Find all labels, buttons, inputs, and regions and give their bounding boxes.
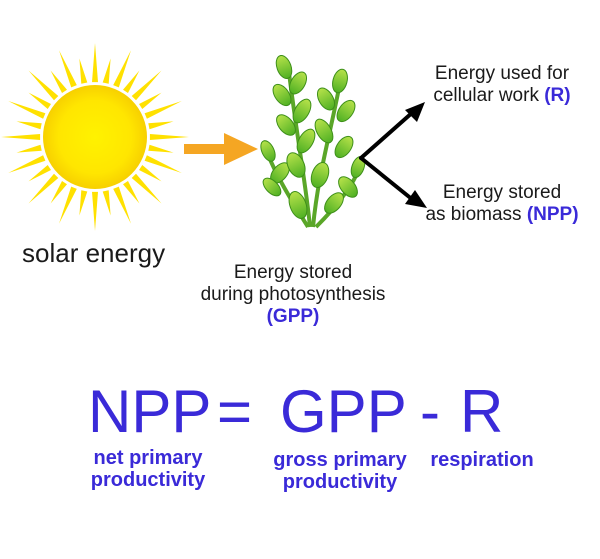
gpp-abbr: (GPP) bbox=[266, 306, 320, 327]
cellular-work-line2: cellular work (R) bbox=[410, 85, 594, 107]
equation-minus: - bbox=[420, 378, 440, 445]
arrow-right-icon bbox=[184, 133, 258, 165]
sun-ray bbox=[50, 70, 67, 93]
cellular-work-text: cellular work bbox=[433, 85, 539, 106]
equation-r: R bbox=[460, 378, 504, 445]
biomass-text: as biomass bbox=[425, 204, 522, 225]
biomass-line2: as biomass (NPP) bbox=[410, 204, 594, 226]
sun-ray bbox=[139, 92, 162, 109]
branch-arrows bbox=[359, 102, 427, 208]
equation-npp: NPP bbox=[88, 378, 212, 445]
sun-ray bbox=[148, 144, 174, 153]
sun-ray bbox=[8, 101, 46, 119]
sun-ray bbox=[79, 58, 88, 84]
sun-ray bbox=[131, 173, 162, 204]
sun-ray bbox=[123, 70, 140, 93]
arrow-up-right-icon bbox=[405, 102, 425, 122]
npp-term-line2: productivity bbox=[90, 469, 206, 491]
sun-ray bbox=[102, 58, 111, 84]
npp-abbr: (NPP) bbox=[526, 204, 579, 225]
photosynthesis-label: Energy stored during photosynthesis (GPP… bbox=[168, 262, 418, 328]
photosynthesis-label-line1: Energy stored bbox=[233, 262, 353, 283]
sun-ray bbox=[59, 186, 77, 224]
sun-ray bbox=[144, 101, 182, 119]
sun-ray bbox=[1, 134, 41, 140]
sun-ray bbox=[139, 165, 162, 182]
r-term-label: respiration bbox=[430, 449, 534, 471]
gpp-term-line1: gross primary bbox=[273, 449, 407, 471]
biomass-line1: Energy stored bbox=[442, 182, 562, 203]
sun-ray bbox=[149, 134, 189, 140]
sun-icon bbox=[1, 43, 189, 231]
equation-equals: = bbox=[217, 378, 253, 445]
sun-ray bbox=[8, 155, 46, 173]
arrow-down-right-icon bbox=[405, 190, 427, 208]
biomass-label: Energy stored as biomass (NPP) bbox=[410, 182, 594, 226]
sun-ray bbox=[28, 173, 59, 204]
cellular-work-line1: Energy used for bbox=[434, 63, 570, 84]
r-abbr: (R) bbox=[544, 85, 571, 106]
sun-ray bbox=[123, 181, 140, 204]
sun-ray bbox=[113, 50, 131, 88]
npp-term-label: net primary productivity bbox=[68, 447, 228, 491]
npp-term-line1: net primary bbox=[93, 447, 203, 469]
sun-ray bbox=[113, 186, 131, 224]
sun-ray bbox=[102, 190, 111, 216]
sun-ray bbox=[59, 50, 77, 88]
solar-energy-label: solar energy bbox=[22, 238, 166, 268]
sun-ray bbox=[92, 43, 98, 83]
sun-ray bbox=[50, 181, 67, 204]
sun-ray bbox=[28, 70, 59, 101]
sun-ray bbox=[131, 70, 162, 101]
equation-gpp: GPP bbox=[280, 378, 407, 445]
sun-ray bbox=[16, 144, 42, 153]
gpp-term-label: gross primary productivity bbox=[260, 449, 420, 493]
sun-ray bbox=[28, 92, 51, 109]
sun-ray bbox=[144, 155, 182, 173]
sun-ray bbox=[28, 165, 51, 182]
sun-ray bbox=[16, 121, 42, 130]
photosynthesis-label-line2: during photosynthesis bbox=[200, 284, 386, 305]
plant-icon bbox=[260, 55, 366, 229]
gpp-term-line2: productivity bbox=[282, 471, 398, 493]
sun-ray bbox=[92, 191, 98, 231]
sun-ray bbox=[148, 121, 174, 130]
sun-ray bbox=[79, 190, 88, 216]
cellular-work-label: Energy used for cellular work (R) bbox=[410, 63, 594, 107]
